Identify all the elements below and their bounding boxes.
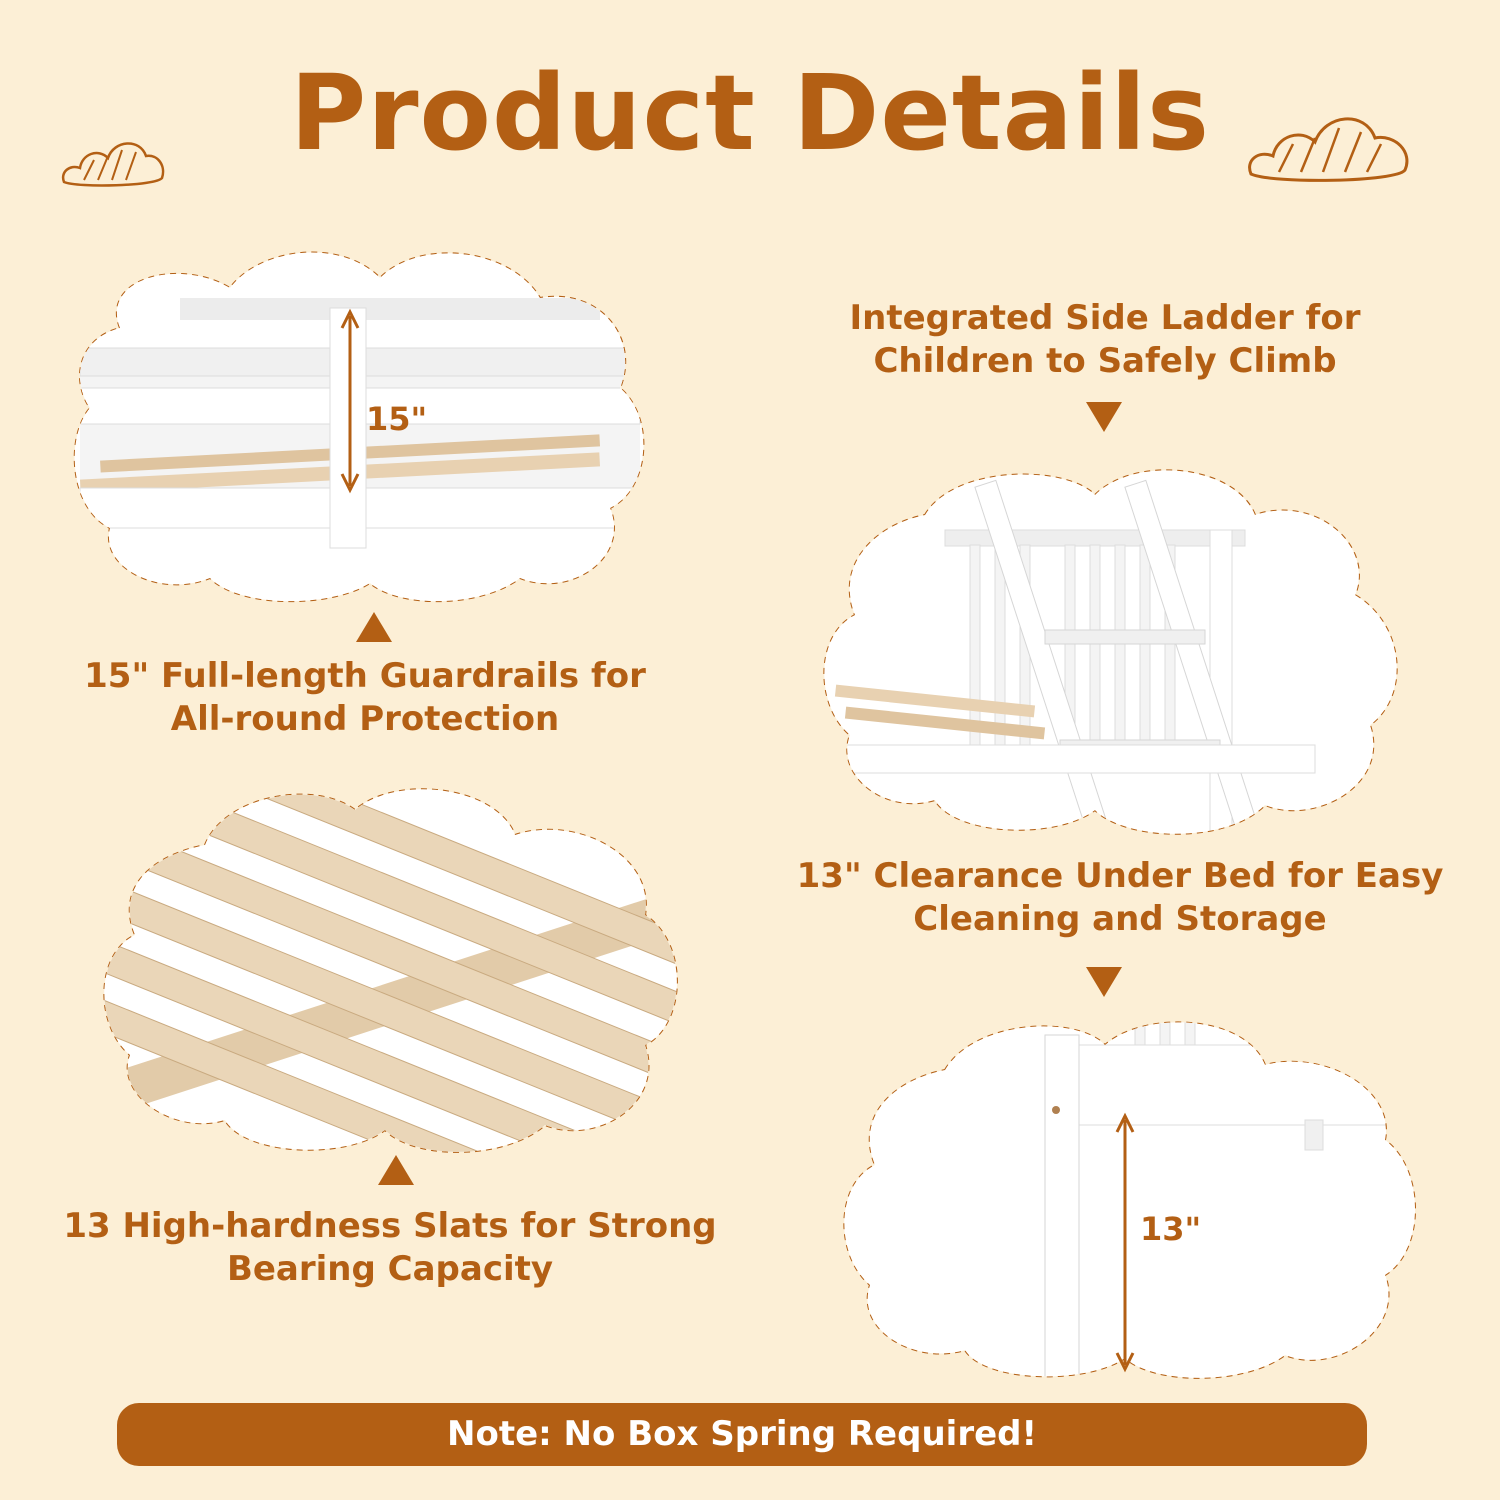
slats-photo	[103, 788, 678, 1153]
guardrail-photo: 15"	[73, 251, 645, 603]
guardrail-caption: 15" Full-length Guardrails for All-round…	[84, 656, 646, 739]
guardrail-height-label: 15"	[366, 400, 427, 438]
clearance-photo: 13"	[843, 1021, 1416, 1379]
double-arrow-icon	[1115, 1112, 1135, 1373]
page-title: Product Details	[290, 52, 1210, 174]
ladder-caption: Integrated Side Ladder for Children to S…	[849, 298, 1361, 381]
slats-caption: 13 High-hardness Slats for Strong Bearin…	[63, 1206, 717, 1289]
ladder-rail	[974, 479, 1258, 831]
clearance-height-label: 13"	[1140, 1210, 1201, 1248]
triangle-pointer-icon	[378, 1155, 414, 1185]
triangle-pointer-icon	[1086, 967, 1122, 997]
double-arrow-icon	[340, 308, 360, 494]
triangle-pointer-icon	[1086, 402, 1122, 432]
box-spring-note: Note: No Box Spring Required!	[117, 1403, 1367, 1466]
cloud-doodle-icon	[61, 142, 165, 187]
triangle-pointer-icon	[356, 612, 392, 642]
cloud-doodle-icon	[1248, 117, 1409, 182]
clearance-caption: 13" Clearance Under Bed for Easy Cleanin…	[796, 856, 1444, 939]
ladder-photo	[823, 469, 1398, 835]
